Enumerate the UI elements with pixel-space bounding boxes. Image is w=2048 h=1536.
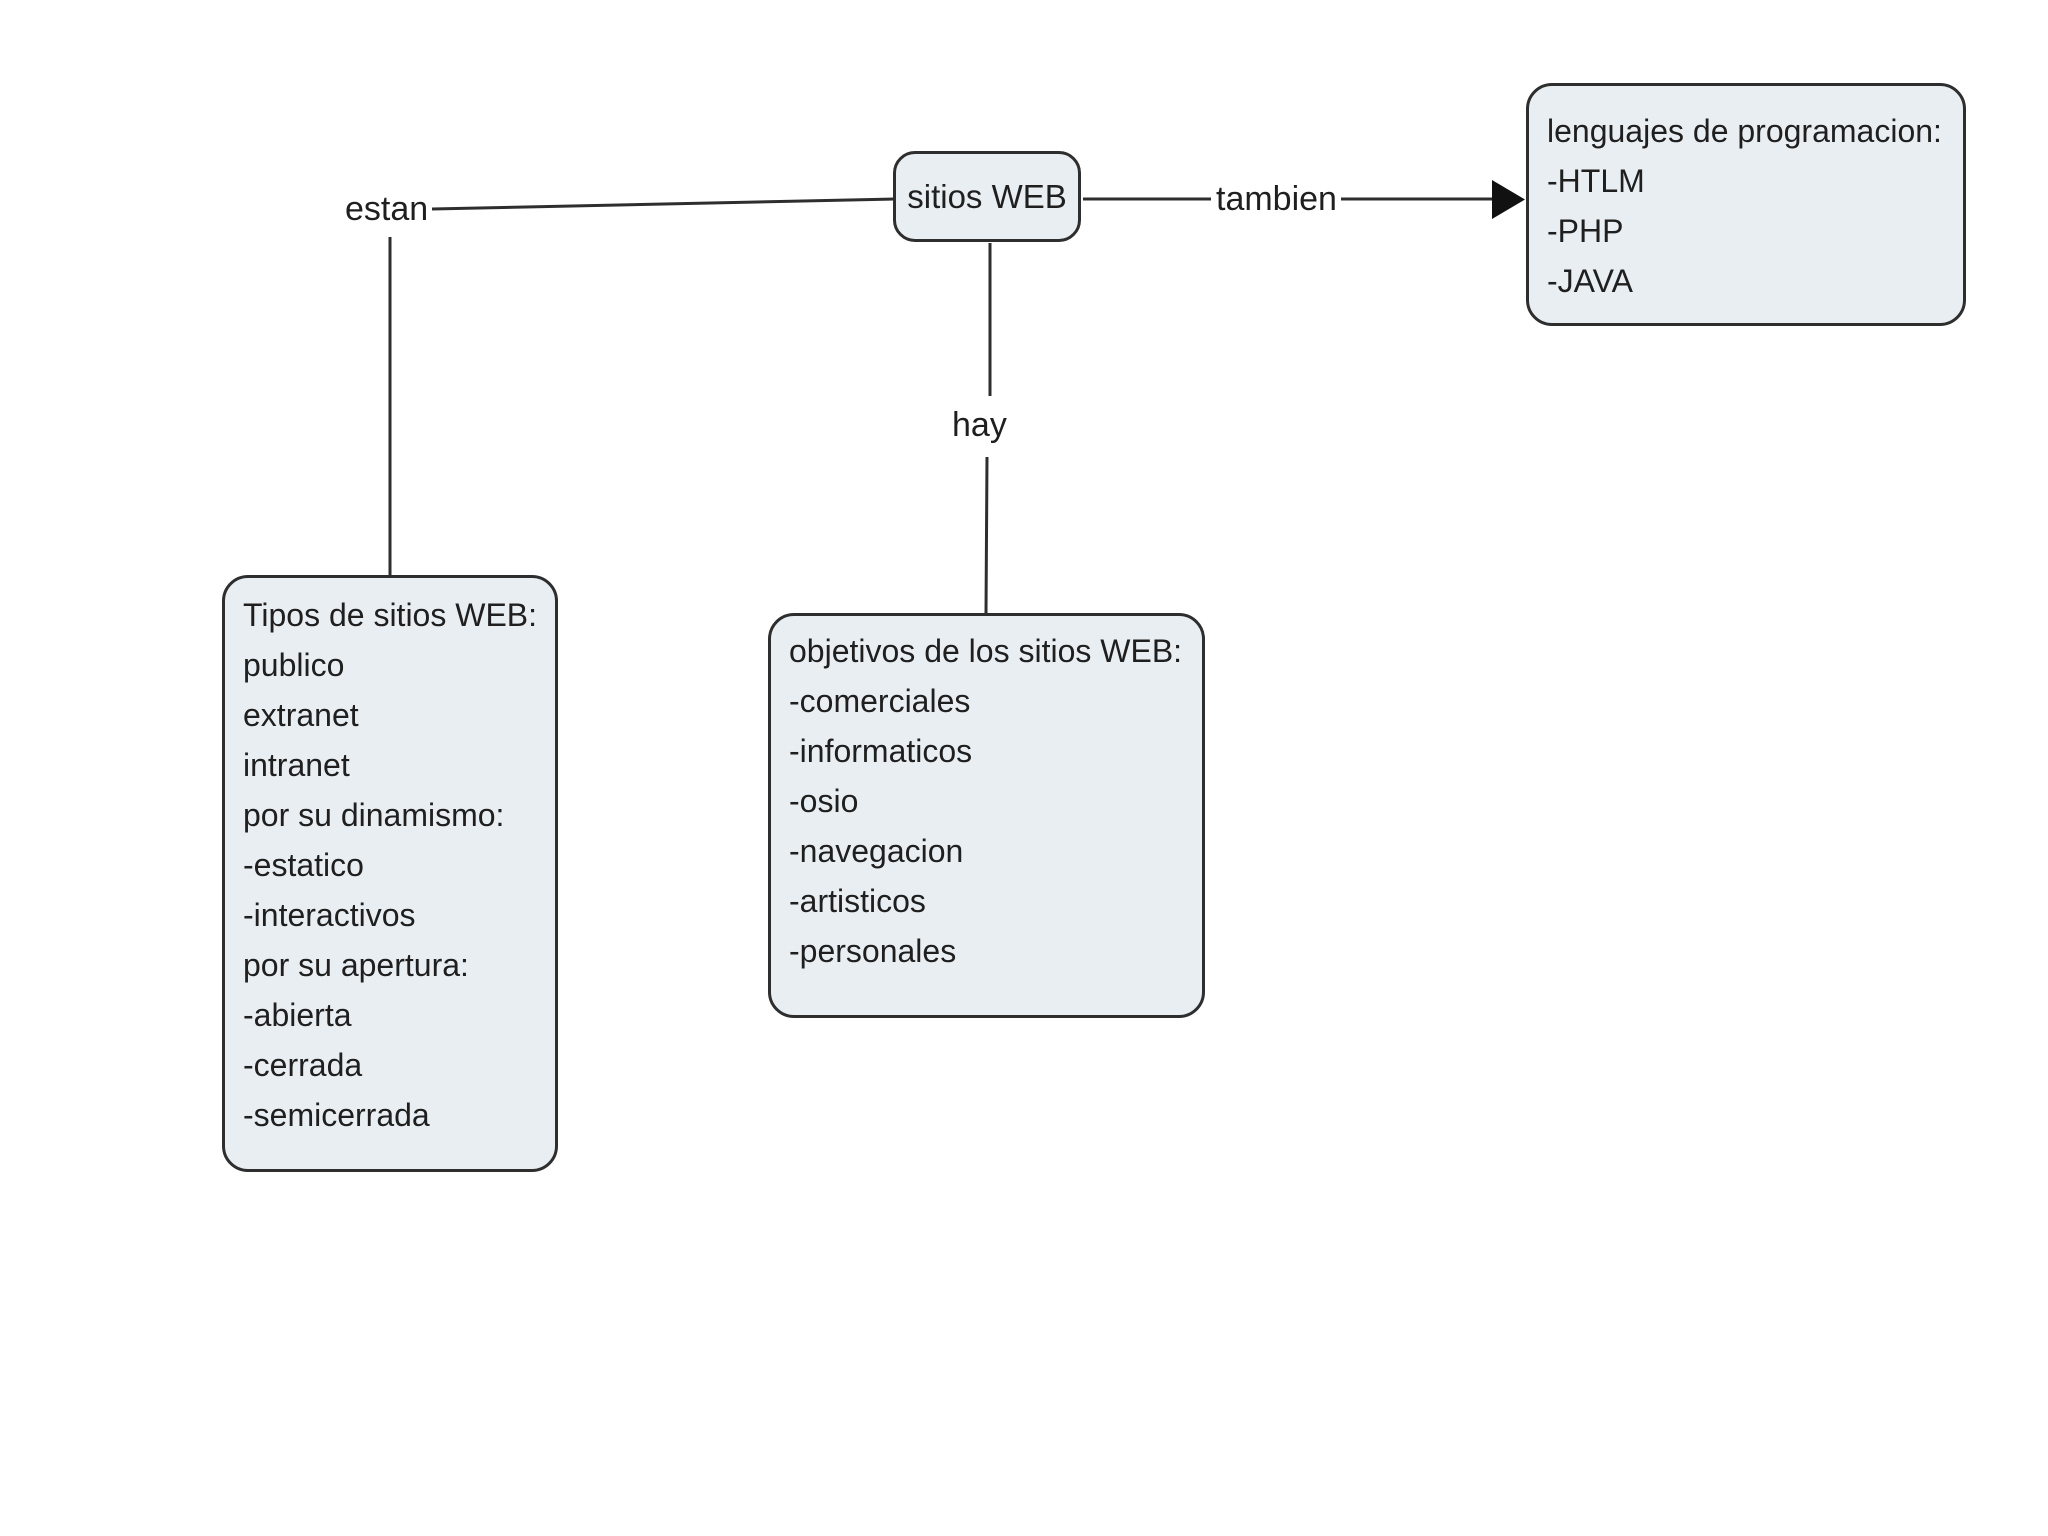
node-text-line: objetivos de los sitios WEB: xyxy=(789,633,1183,669)
node-text-line: lenguajes de programacion: xyxy=(1547,113,1942,149)
node-text-line: -artisticos xyxy=(789,883,926,919)
node-text-line: -personales xyxy=(789,933,957,969)
node-text-line: -PHP xyxy=(1547,213,1624,249)
node-text-line: -cerrada xyxy=(243,1047,363,1083)
node-text-line: -comerciales xyxy=(789,683,971,719)
node-text-line: por su apertura: xyxy=(243,947,469,983)
node-text-line: publico xyxy=(243,647,345,683)
node-text-line: -JAVA xyxy=(1547,263,1633,299)
link-label-hay[interactable]: hay xyxy=(948,406,1011,444)
node-text-line: Tipos de sitios WEB: xyxy=(243,597,538,633)
node-text-line: -interactivos xyxy=(243,897,416,933)
node-text-line: -informaticos xyxy=(789,733,973,769)
node-sitios-web[interactable]: sitios WEB xyxy=(893,151,1081,242)
connector-root-to-estan xyxy=(431,197,894,211)
node-text-line: intranet xyxy=(243,747,350,783)
node-text-line: -semicerrada xyxy=(243,1097,430,1133)
node-text-line: -navegacion xyxy=(789,833,964,869)
connector-hay-to-objetivos xyxy=(984,456,989,614)
link-label-tambien[interactable]: tambien xyxy=(1212,180,1341,218)
link-label-estan[interactable]: estan xyxy=(341,190,433,228)
node-lenguajes-de-programacion[interactable]: lenguajes de programacion: -HTLM -PHP -J… xyxy=(1526,83,1966,326)
node-text-line: -osio xyxy=(789,783,859,819)
node-text-line: -HTLM xyxy=(1547,163,1645,199)
node-tipos-de-sitios-web[interactable]: Tipos de sitios WEB: publico extranet in… xyxy=(222,575,558,1172)
node-text-line: -estatico xyxy=(243,847,364,883)
node-text-line: por su dinamismo: xyxy=(243,797,505,833)
node-text-line: extranet xyxy=(243,697,359,733)
node-sitios-web-label: sitios WEB xyxy=(907,177,1067,215)
node-text-line: -abierta xyxy=(243,997,352,1033)
node-objetivos-de-sitios-web[interactable]: objetivos de los sitios WEB: -comerciale… xyxy=(768,613,1205,1018)
arrowhead-icon xyxy=(1492,180,1525,219)
